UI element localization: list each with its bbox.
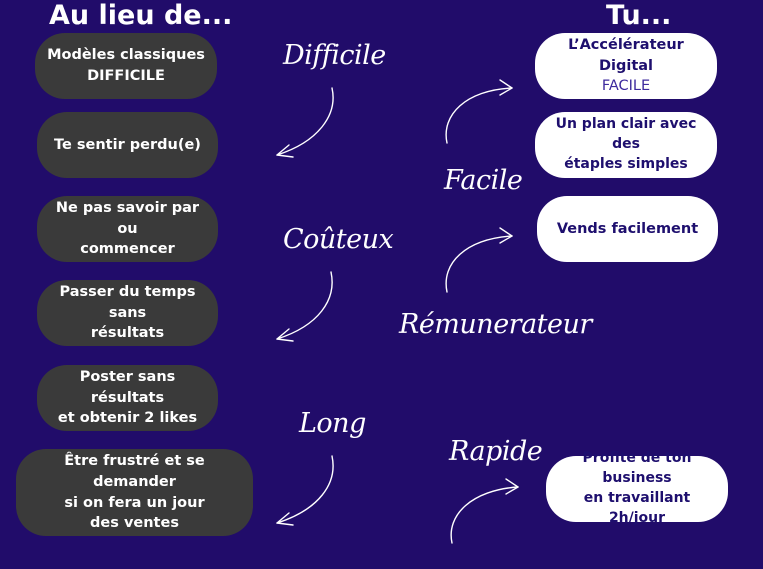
arrow-right-3-icon: [450, 478, 519, 544]
heading-right: Tu...: [606, 0, 672, 31]
left-item-two-likes: Poster sans résultats et obtenir 2 likes: [37, 365, 218, 431]
arrow-left-1-icon: [276, 87, 334, 158]
left-item-label: Te sentir perdu(e): [54, 136, 201, 153]
heading-left: Au lieu de...: [49, 0, 233, 31]
label-facile: Facile: [444, 165, 523, 196]
left-item-classic-models: Modèles classiques DIFFICILE: [35, 33, 217, 99]
right-item-clear-plan: Un plan clair avec des étaples simples: [535, 112, 717, 178]
left-item-no-results: Passer du temps sans résultats: [37, 280, 218, 346]
label-rapide: Rapide: [449, 436, 543, 467]
arrow-left-3-icon: [276, 455, 334, 526]
right-item-label: Profite de ton business en travaillant 2…: [582, 450, 692, 526]
left-item-label: Poster sans résultats et obtenir 2 likes: [57, 369, 198, 427]
right-item-accelerator: L’Accélérateur Digital FACILE: [535, 33, 717, 99]
label-long: Long: [299, 408, 366, 439]
left-item-where-to-start: Ne pas savoir par ou commencer: [37, 196, 218, 262]
right-item-label-easy: FACILE: [601, 78, 651, 95]
left-item-label: Être frustré et se demander si on fera u…: [64, 453, 205, 532]
right-item-label: L’Accélérateur Digital: [568, 37, 684, 74]
arrow-right-1-icon: [445, 79, 513, 144]
right-item-label: Un plan clair avec des étaples simples: [555, 116, 697, 172]
left-item-label: Passer du temps sans résultats: [59, 284, 196, 342]
right-item-label: Vends facilement: [556, 220, 699, 237]
arrow-left-2-icon: [276, 271, 333, 342]
right-item-two-hours: Profite de ton business en travaillant 2…: [546, 450, 728, 526]
label-couteux: Coûteux: [283, 224, 394, 255]
label-remunerateur: Rémunerateur: [399, 309, 592, 340]
left-item-label: Ne pas savoir par ou commencer: [55, 200, 200, 258]
left-item-feel-lost: Te sentir perdu(e): [37, 112, 218, 178]
label-difficile: Difficile: [283, 40, 386, 71]
left-item-label: Modèles classiques DIFFICILE: [47, 47, 205, 84]
left-item-frustrated: Être frustré et se demander si on fera u…: [16, 449, 253, 536]
right-item-sell-easily: Vends facilement: [537, 196, 718, 262]
arrow-right-2-icon: [445, 227, 513, 293]
